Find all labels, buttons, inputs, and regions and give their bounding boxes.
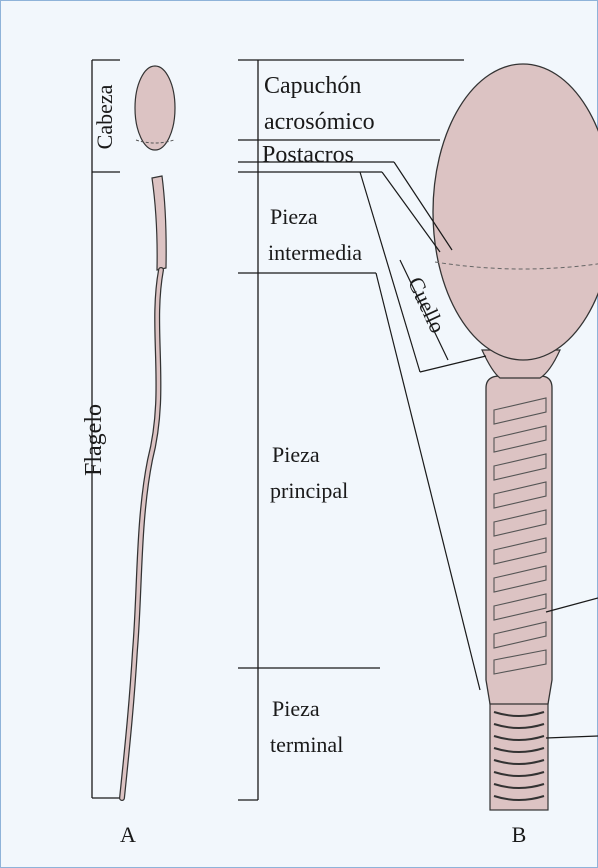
acrosomal-cap-label-line2: acrosómico — [264, 109, 375, 135]
spiral-pointer — [546, 598, 598, 612]
panel-a-letter: A — [120, 822, 136, 847]
midpiece-label-line1: Pieza — [270, 204, 318, 229]
flagellum-bracket — [92, 172, 120, 798]
sperm-a-midpiece — [152, 176, 166, 270]
midpiece-label-line2: intermedia — [268, 240, 362, 265]
panel-b: Capuchón acrosómico Postacros Pieza inte… — [238, 60, 598, 847]
section-bracket — [238, 60, 380, 800]
panel-a: Cabeza Flagelo A — [81, 60, 175, 847]
principal-piece-label-line2: principal — [270, 478, 348, 503]
acrosomal-cap-label-line1: Capuchón — [264, 73, 361, 99]
principal-piece-label-line1: Pieza — [272, 442, 320, 467]
sperm-a — [122, 66, 175, 798]
sperm-b-head — [433, 64, 598, 360]
end-piece-label-line1: Pieza — [272, 696, 320, 721]
panel-b-letter: B — [512, 822, 527, 847]
sperm-a-head — [135, 66, 175, 150]
head-label: Cabeza — [92, 84, 117, 149]
ring-pointer — [546, 736, 598, 738]
end-piece-label-line2: terminal — [270, 732, 343, 757]
flagellum-label: Flagelo — [81, 404, 107, 476]
sperm-b — [433, 64, 598, 810]
postacrosomal-label: Postacros — [262, 142, 354, 168]
